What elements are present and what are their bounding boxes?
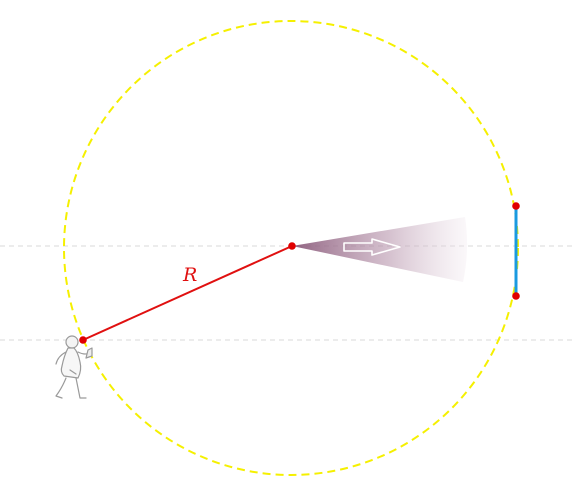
mirror-top-point — [512, 202, 520, 210]
radius-label: R — [182, 264, 197, 286]
center-point — [288, 242, 296, 250]
mirror-bottom-point — [512, 292, 520, 300]
dashed-circle — [63, 20, 519, 476]
walking-person-icon — [55, 335, 93, 399]
light-beam — [292, 217, 468, 282]
radius-line — [82, 245, 293, 341]
right-arrow-icon — [343, 238, 401, 256]
observer-point — [79, 336, 87, 344]
